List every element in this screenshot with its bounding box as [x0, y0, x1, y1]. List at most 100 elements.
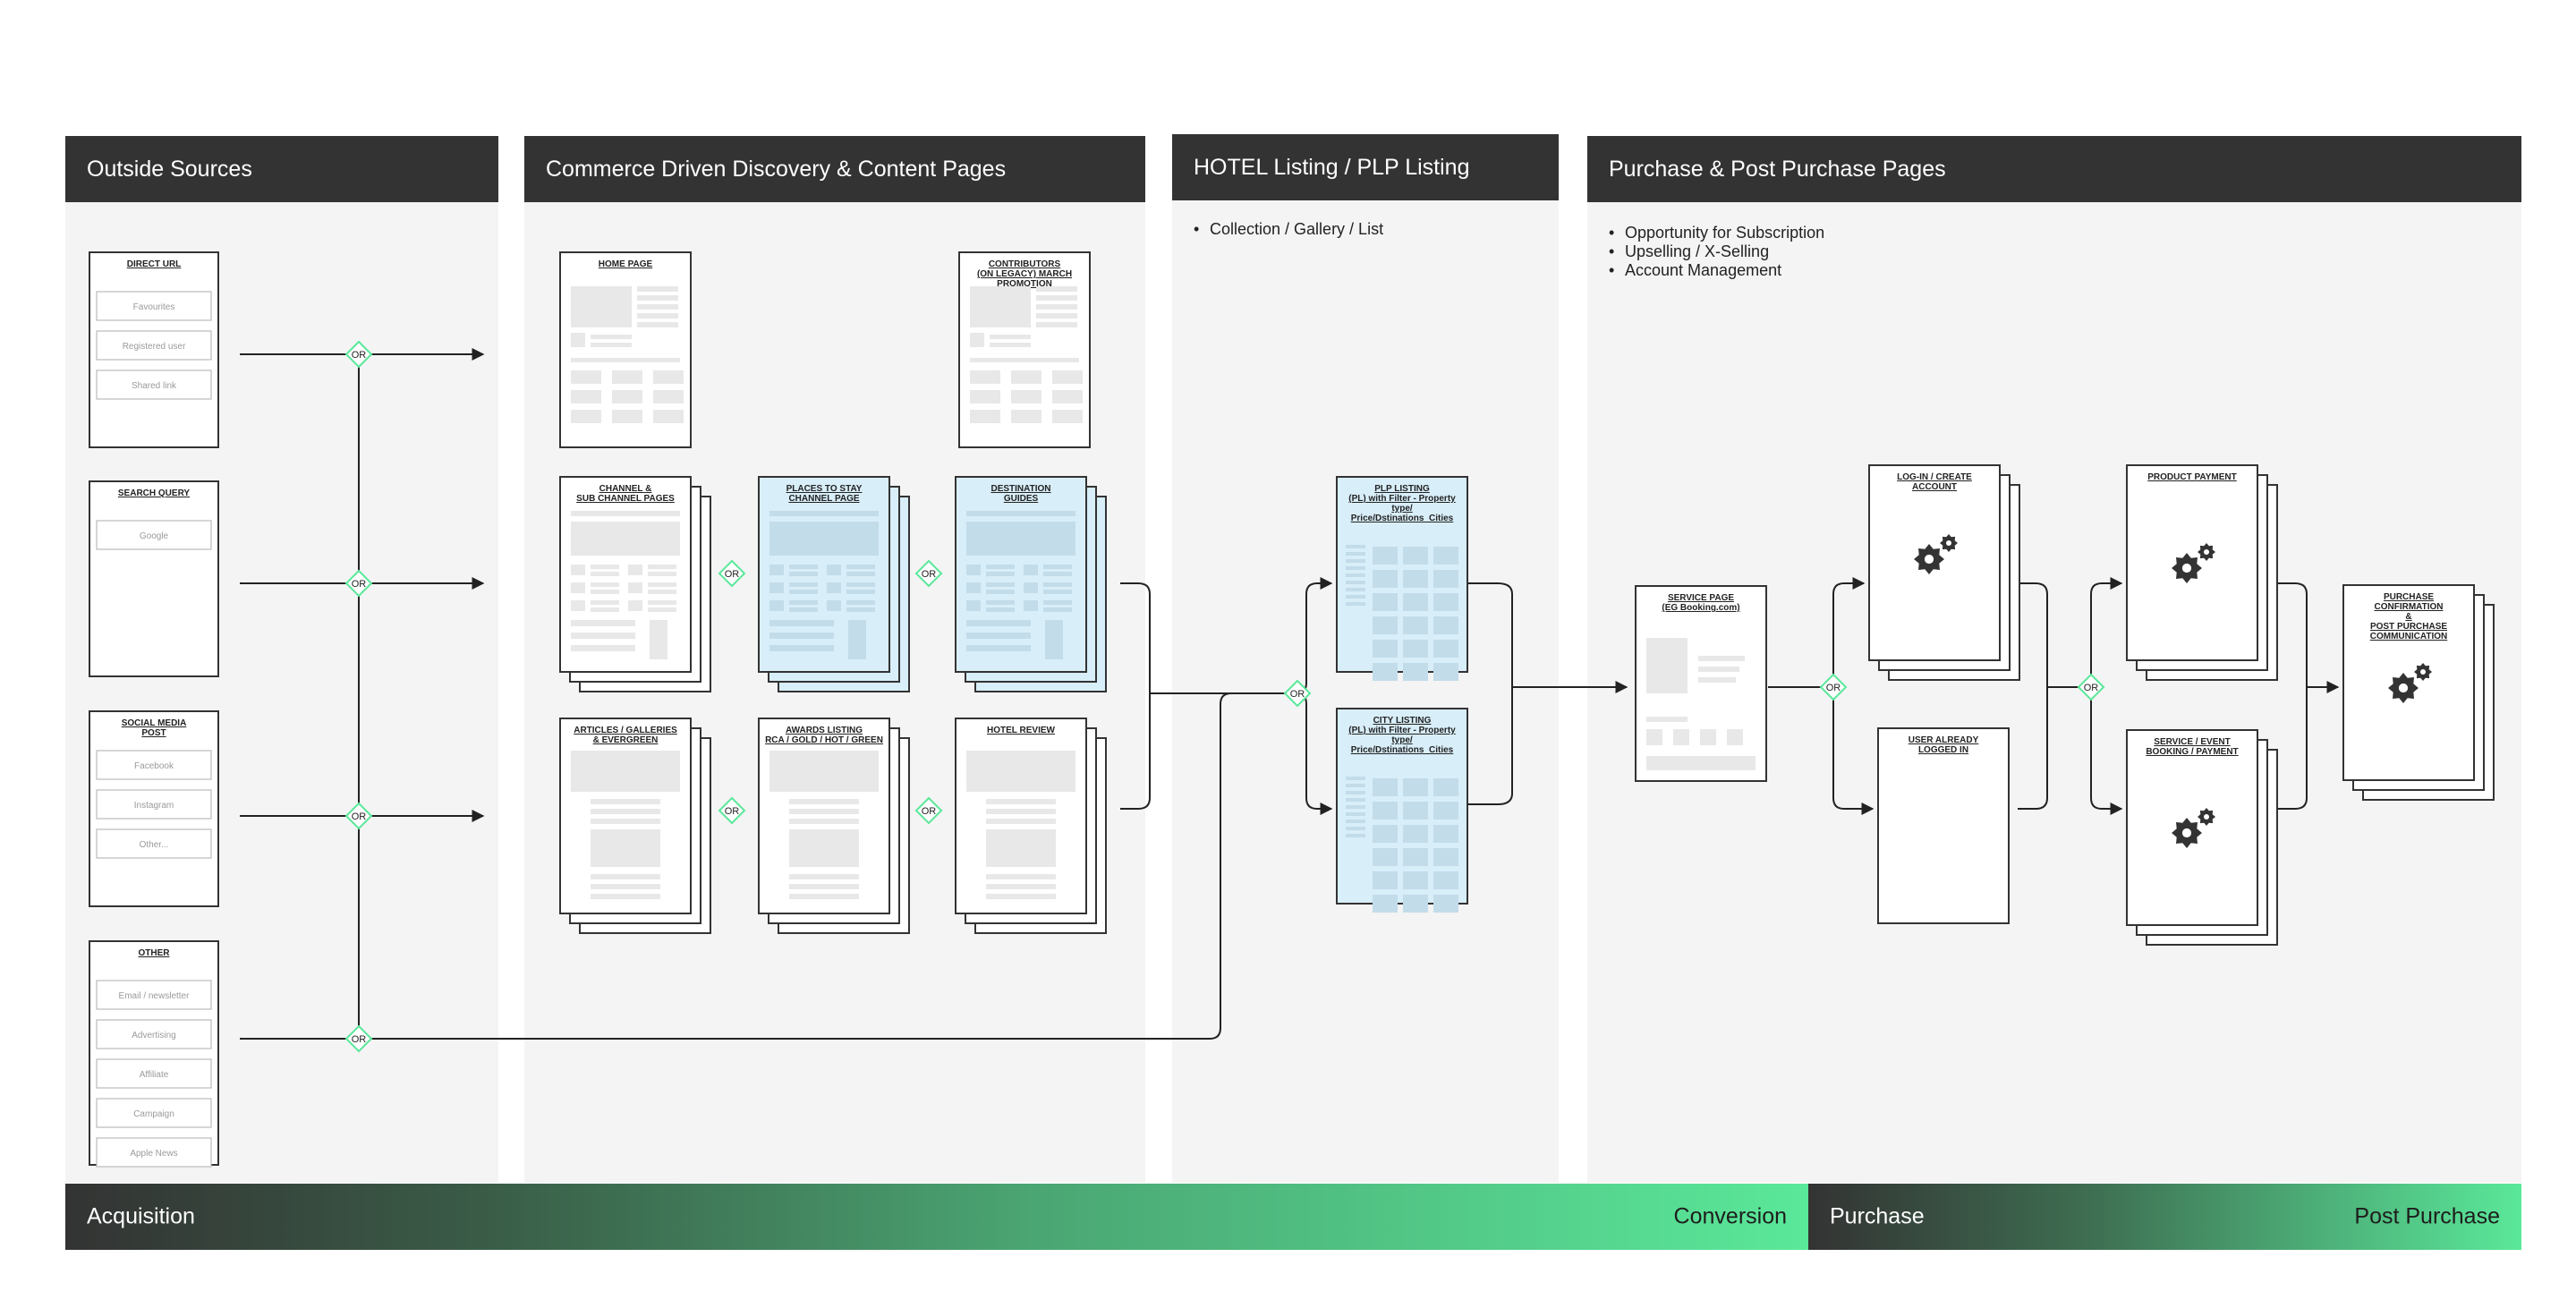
placeholder-block	[769, 620, 834, 626]
placeholder-block	[571, 333, 585, 347]
purchase-bullets: Opportunity for Subscription Upselling /…	[1605, 224, 1824, 280]
card-title-line: SOCIAL MEDIA	[122, 718, 187, 728]
card-title-line: HOTEL REVIEW	[987, 726, 1055, 735]
placeholder-block	[1700, 729, 1716, 745]
or-label: OR	[725, 806, 740, 817]
source-field-label: Favourites	[133, 302, 175, 312]
placeholder-block	[612, 370, 642, 384]
or-label: OR	[922, 806, 937, 817]
source-field-box	[96, 1058, 212, 1089]
or-gate: OR	[2077, 673, 2105, 701]
placeholder-block	[1403, 570, 1428, 588]
placeholder-block	[653, 410, 684, 423]
fork-to-plp	[1297, 577, 1333, 694]
placeholder-block	[1346, 595, 1365, 599]
placeholder-block	[846, 572, 875, 576]
placeholder-block	[1646, 729, 1662, 745]
source-field-box	[96, 291, 212, 321]
source-field-box	[96, 1137, 212, 1168]
placeholder-block	[637, 295, 678, 301]
placeholder-block	[628, 600, 642, 611]
gears-icon	[2172, 808, 2215, 848]
source-card: SOCIAL MEDIAPOSTFacebookInstagramOther..…	[89, 710, 219, 907]
placeholder-block	[648, 607, 676, 612]
placeholder-block	[769, 600, 784, 611]
placeholder-block	[591, 607, 619, 612]
placeholder-block	[789, 829, 859, 867]
card-title-line: RCA / GOLD / HOT / GREEN	[765, 735, 883, 745]
gears-icon	[2172, 543, 2215, 583]
placeholder-block	[1036, 304, 1077, 310]
source-field-label: Advertising	[132, 1031, 175, 1040]
placeholder-block	[789, 884, 859, 889]
placeholder-block	[789, 874, 859, 879]
card-title-line: (EG Booking.com)	[1662, 603, 1739, 613]
placeholder-block	[1024, 565, 1038, 575]
placeholder-block	[1433, 825, 1458, 843]
placeholder-block	[1011, 410, 1041, 423]
placeholder-block	[571, 390, 601, 403]
placeholder-block	[1403, 825, 1428, 843]
card-title-line: LOGGED IN	[1918, 745, 1968, 755]
card-title-line: & EVERGREEN	[593, 735, 659, 745]
source-field-label: Other...	[140, 840, 169, 850]
placeholder-block	[1373, 802, 1398, 820]
placeholder-block	[628, 582, 642, 593]
gears-icon	[1914, 534, 1958, 574]
placeholder-block	[1433, 802, 1458, 820]
listing-merge-line	[1467, 582, 1513, 805]
placeholder-block	[986, 590, 1015, 594]
footer-acquisition: Acquisition	[87, 1203, 195, 1229]
placeholder-block	[1045, 620, 1063, 659]
placeholder-block	[1373, 616, 1398, 634]
placeholder-block	[1433, 871, 1458, 889]
or-label: OR	[2084, 683, 2099, 693]
source-other-line	[240, 692, 1232, 1040]
placeholder-block	[650, 620, 667, 659]
footer-purchase: Purchase Post Purchase	[1808, 1184, 2521, 1250]
placeholder-block	[591, 572, 619, 576]
placeholder-block	[966, 582, 981, 593]
card-title-line: (PL) with Filter - Property	[1348, 494, 1456, 504]
placeholder-block	[1024, 582, 1038, 593]
placeholder-block	[591, 829, 660, 867]
placeholder-block	[637, 322, 678, 327]
placeholder-block	[789, 607, 818, 612]
source-field-label: Shared link	[132, 381, 177, 391]
placeholder-block	[827, 565, 841, 575]
card-title-line: PURCHASE	[2384, 592, 2434, 602]
placeholder-block	[966, 620, 1031, 626]
or-diamond	[344, 1024, 373, 1053]
placeholder-block	[1433, 616, 1458, 634]
placeholder-block	[789, 809, 859, 814]
placeholder-block	[1346, 784, 1365, 787]
source-field-label: Instagram	[134, 801, 174, 811]
card-title-line: CONFIRMATION	[2374, 602, 2443, 612]
card-title-line: AWARDS LISTING	[786, 726, 863, 735]
page-product-payment: PRODUCT PAYMENT	[2126, 464, 2278, 681]
placeholder-block	[1698, 677, 1736, 683]
placeholder-block	[1373, 778, 1398, 796]
placeholder-block	[789, 799, 859, 804]
or-diamond	[914, 559, 943, 588]
source-field-box	[96, 980, 212, 1010]
card-title-line: PLP LISTING	[1374, 484, 1430, 494]
placeholder-block	[571, 600, 585, 611]
or-gate: OR	[914, 796, 943, 825]
placeholder-block	[1373, 871, 1398, 889]
gears-icon	[2388, 663, 2432, 703]
card-title-line: LOG-IN / CREATE	[1897, 472, 1972, 482]
placeholder-block	[1403, 663, 1428, 681]
connectors	[240, 348, 2340, 1040]
placeholder-block	[966, 511, 1075, 516]
fork-to-city	[1297, 692, 1333, 815]
placeholder-block	[1403, 895, 1428, 913]
card-title-line: CHANNEL PAGE	[788, 494, 859, 504]
placeholder-block	[1346, 588, 1365, 591]
placeholder-block	[591, 335, 632, 339]
placeholder-block	[789, 600, 818, 605]
placeholder-block	[591, 343, 632, 347]
